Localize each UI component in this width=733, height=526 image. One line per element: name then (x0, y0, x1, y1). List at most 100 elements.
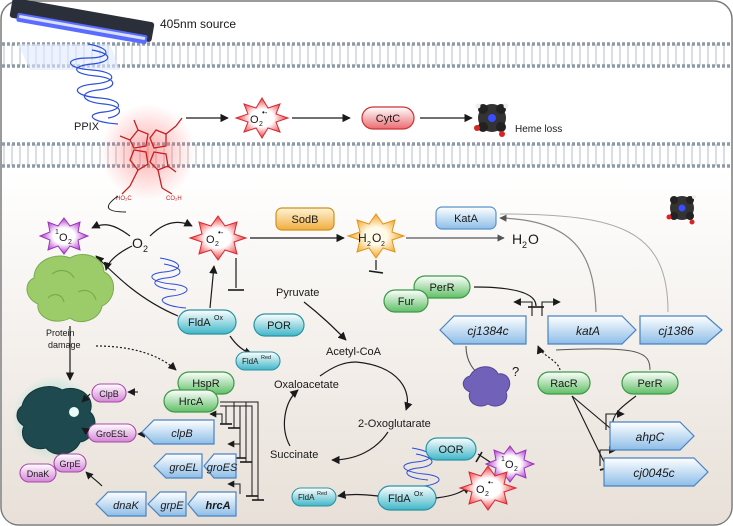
gene-ahpc-label: ahpC (636, 430, 665, 444)
source-label: 405nm source (160, 17, 236, 31)
superoxide-periplasm: O 2 •- (234, 97, 290, 139)
superoxide-lower: O 2 •- (458, 465, 518, 511)
groesl-chaperone[interactable]: GroESL (87, 423, 137, 443)
fur-regulator[interactable]: Fur (383, 289, 429, 313)
oxoglutarate-label: 2-Oxoglutarate (358, 418, 431, 430)
svg-text:H: H (358, 231, 367, 245)
svg-text:FldA: FldA (298, 493, 315, 502)
arrow-damage-hspr (95, 345, 177, 371)
gene-groel-label: groEL (169, 462, 198, 474)
arrow-pyruvate-acetylcoa (303, 301, 347, 341)
grpe-label: GrpE (59, 459, 80, 469)
groesl-label: GroESL (96, 429, 128, 439)
dnak-label: DnaK (27, 469, 50, 479)
arrow-heme-kata (499, 213, 669, 313)
arrow-fldaox-fldared-lower (337, 490, 379, 499)
arrow-o2-superoxide (149, 218, 193, 237)
flda-ox-upper[interactable]: FldA Ox (177, 309, 237, 335)
por-enzyme[interactable]: POR (253, 313, 305, 337)
gene-groes-label: groES (207, 462, 238, 474)
grpe-chaperone[interactable]: GrpE (53, 453, 87, 473)
singlet-oxygen-lower: 1 O 2 (484, 445, 536, 483)
perr-regulator[interactable]: PerR (413, 275, 471, 299)
gene-ahpc[interactable]: ahpC (609, 421, 695, 451)
flda-red-upper[interactable]: FldA Red (235, 351, 281, 371)
svg-text:CO₂H: CO₂H (166, 196, 182, 202)
arrow-clpb-misfolded (81, 393, 91, 403)
perr-lower-label: PerR (637, 378, 662, 390)
svg-text:2: 2 (485, 491, 489, 498)
kata-label: KatA (454, 213, 479, 225)
svg-text:•-: •- (262, 108, 268, 117)
svg-text:1: 1 (501, 456, 505, 463)
arrow-flda-singlet (95, 255, 179, 317)
gene-dnak-label: dnaK (113, 500, 139, 512)
gene-groes[interactable]: groES (203, 453, 238, 479)
svg-text:O: O (505, 459, 514, 471)
svg-text:O: O (250, 114, 259, 126)
svg-text:2: 2 (68, 239, 72, 246)
arrow-groesl-misfolded (81, 427, 90, 436)
heme-molecule-icon (474, 103, 509, 137)
gene-grpe-label: grpE (160, 500, 184, 512)
gene-cj1386[interactable]: cj1386 (639, 315, 723, 345)
svg-text:FldA: FldA (188, 317, 211, 329)
gene-groel[interactable]: groEL (153, 453, 203, 479)
perr-regulator-lower[interactable]: PerR (621, 371, 679, 395)
outer-membrane (2, 42, 731, 68)
gene-hrca[interactable]: hrcA (187, 491, 237, 517)
hrca-regulator[interactable]: HrcA (163, 389, 219, 413)
hspr-label: HspR (192, 378, 220, 390)
dnak-chaperone[interactable]: DnaK (19, 463, 57, 483)
protein-aggregate-icon (26, 254, 114, 322)
racr-regulator[interactable]: RacR (537, 371, 591, 395)
gene-cj0045c[interactable]: cj0045c (603, 457, 709, 487)
ppix-label: PPIX (74, 121, 100, 133)
heme-loss-label: Heme loss (515, 124, 562, 135)
hspr-regulator[interactable]: HspR (177, 371, 235, 395)
gene-kata[interactable]: katA (547, 315, 637, 345)
svg-text:FldA: FldA (242, 357, 259, 366)
arrow-dnak-gene-protein (85, 471, 103, 487)
tca-cycle (283, 361, 413, 465)
cytc-protein[interactable]: CytC (361, 106, 415, 130)
flda-red-lower[interactable]: FldA Red (291, 487, 337, 507)
svg-text:•-: •- (488, 478, 494, 487)
inhibit-perr-promoter (473, 286, 537, 307)
gene-kata-label: katA (576, 324, 600, 338)
svg-text:O: O (206, 234, 215, 246)
svg-text:2: 2 (259, 121, 263, 128)
gene-cj1384c-label: cj1384c (467, 324, 508, 338)
gene-hrca-label: hrcA (205, 500, 230, 512)
gene-cj0045c-label: cj0045c (633, 466, 674, 480)
oor-enzyme[interactable]: OOR (425, 437, 477, 461)
heme-molecule-icon (666, 195, 696, 225)
gene-grpe[interactable]: grpE (147, 491, 187, 517)
gene-cj1384c[interactable]: cj1384c (439, 315, 527, 345)
arrow-o2-aggregate (103, 245, 133, 271)
clpb-label: ClpB (99, 389, 119, 399)
svg-text:2: 2 (367, 241, 371, 248)
oor-label: OOR (438, 444, 463, 456)
arrow-flda-superoxide (209, 265, 218, 309)
svg-text:Red: Red (317, 491, 327, 497)
kata-enzyme[interactable]: KatA (435, 206, 497, 230)
ppix-to-o2-link (108, 195, 127, 213)
gene-clpb-label: clpB (171, 428, 192, 440)
flda-ox-lower[interactable]: FldA Ox (377, 485, 437, 511)
racr-activates-kat (536, 345, 561, 371)
svg-text:FldA: FldA (388, 493, 411, 505)
racr-perr-regulation-lines (571, 395, 637, 471)
svg-text:O: O (372, 231, 381, 245)
clpb-chaperone[interactable]: ClpB (91, 383, 127, 403)
fur-label: Fur (398, 296, 415, 308)
gene-cj1386-label: cj1386 (658, 324, 694, 338)
light-wave-flda (151, 257, 188, 309)
cytc-label: CytC (376, 113, 401, 125)
svg-text:O: O (59, 232, 68, 244)
gene-clpb[interactable]: clpB (141, 419, 215, 445)
heat-shock-promoters (209, 410, 241, 494)
gene-dnak[interactable]: dnaK (95, 491, 147, 517)
sodb-enzyme[interactable]: SodB (275, 207, 335, 231)
